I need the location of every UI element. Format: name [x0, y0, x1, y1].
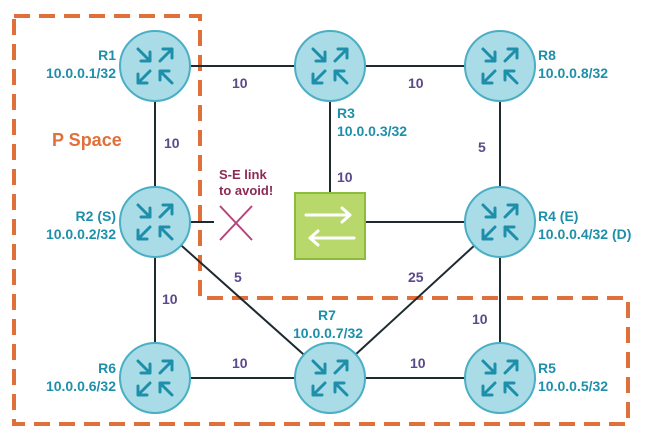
router-arrows-icon [136, 359, 174, 397]
avoid-note-line2: to avoid! [219, 183, 273, 198]
router-r4[interactable] [464, 186, 536, 258]
cost-r7-r5: 10 [410, 355, 426, 371]
router-r5-ip: 10.0.0.5/32 [538, 378, 608, 394]
router-icon [119, 342, 191, 414]
router-icon [294, 342, 366, 414]
router-r3-ip: 10.0.0.3/32 [337, 123, 407, 139]
router-r5-name: R5 [538, 360, 556, 376]
router-r1[interactable] [119, 30, 191, 102]
router-arrows-icon [311, 359, 349, 397]
cost-r1-r2: 10 [164, 135, 180, 151]
router-arrows-icon [481, 359, 519, 397]
router-icon [464, 342, 536, 414]
router-r3[interactable] [294, 30, 366, 102]
router-r5[interactable] [464, 342, 536, 414]
cost-r7-r4: 25 [408, 269, 424, 285]
cost-r3-switch: 10 [337, 169, 353, 185]
router-arrows-icon [136, 47, 174, 85]
router-icon [464, 186, 536, 258]
cost-r2-r7: 5 [234, 269, 242, 285]
router-r8-ip: 10.0.0.8/32 [538, 65, 608, 81]
cost-r8-r4: 5 [478, 139, 486, 155]
router-r4-ip: 10.0.0.4/32 (D) [538, 226, 631, 242]
avoided-link: S-E link to avoid! [190, 167, 273, 241]
router-arrows-icon [136, 203, 174, 241]
cross-icon [219, 205, 253, 241]
router-r6[interactable] [119, 342, 191, 414]
cost-r6-r7: 10 [232, 355, 248, 371]
link-r2-r7 [154, 221, 331, 379]
router-r2-ip: 10.0.0.2/32 [46, 226, 116, 242]
cost-r3-r8: 10 [408, 75, 424, 91]
cost-r1-r3: 10 [232, 75, 248, 91]
router-arrows-icon [481, 47, 519, 85]
router-r8-name: R8 [538, 47, 556, 63]
cost-r2-r6: 10 [162, 291, 178, 307]
router-r1-ip: 10.0.0.1/32 [46, 65, 116, 81]
cost-r4-r5: 10 [472, 311, 488, 327]
router-r6-name: R6 [98, 360, 116, 376]
router-r4-name: R4 (E) [538, 208, 578, 224]
router-r1-name: R1 [98, 47, 116, 63]
router-r7[interactable] [294, 342, 366, 414]
router-r7-name: R7 [318, 307, 336, 323]
p-space-border [12, 14, 630, 426]
router-icon [464, 30, 536, 102]
router-icon [294, 30, 366, 102]
router-icon [119, 186, 191, 258]
switch-icon [294, 192, 366, 260]
router-icon [119, 30, 191, 102]
router-r3-name: R3 [337, 105, 355, 121]
router-arrows-icon [481, 203, 519, 241]
router-r2[interactable] [119, 186, 191, 258]
router-r8[interactable] [464, 30, 536, 102]
p-space-label: P Space [52, 130, 122, 150]
router-arrows-icon [311, 47, 349, 85]
switch-node[interactable] [294, 192, 366, 260]
router-r7-ip: 10.0.0.7/32 [293, 325, 363, 341]
link-r7-r4 [329, 221, 501, 379]
router-r6-ip: 10.0.0.6/32 [46, 378, 116, 394]
router-r2-name: R2 (S) [76, 208, 116, 224]
avoid-note-line1: S-E link [219, 167, 267, 182]
